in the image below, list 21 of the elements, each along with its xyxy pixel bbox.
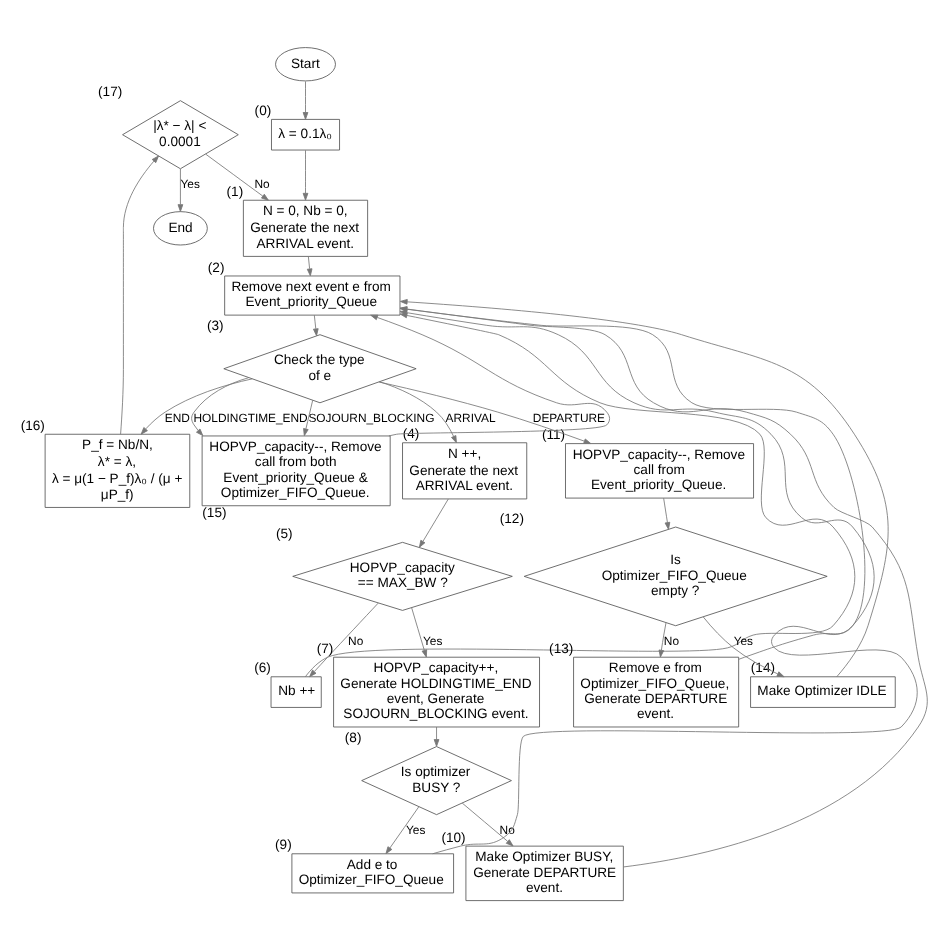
arrow <box>302 149 309 201</box>
arrow <box>378 381 592 444</box>
arrow <box>140 378 253 435</box>
arrow <box>309 602 379 678</box>
arrow <box>702 616 785 678</box>
arrow <box>205 153 269 201</box>
arrow <box>177 168 184 212</box>
arrow <box>461 802 514 847</box>
arrow <box>191 377 250 437</box>
arrow <box>303 399 314 437</box>
arrow <box>379 381 457 444</box>
arrow <box>302 80 309 120</box>
arrow <box>120 155 159 435</box>
arrow <box>306 256 313 277</box>
arrow <box>411 607 428 658</box>
arrow <box>658 622 667 658</box>
arrow <box>418 498 449 548</box>
arrow <box>313 314 319 337</box>
arrow <box>433 726 440 747</box>
arrow <box>385 806 420 855</box>
arrow <box>663 497 671 530</box>
